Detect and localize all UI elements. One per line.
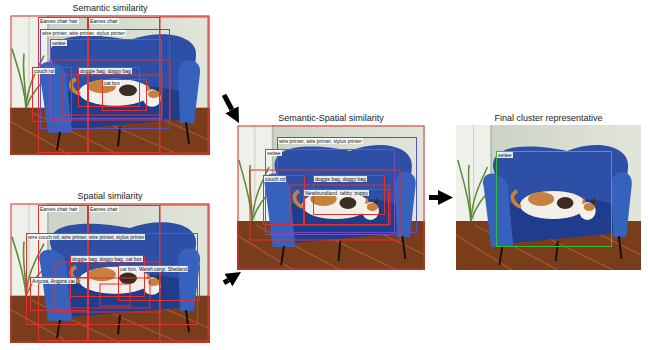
bounding-box: doggie bag, doggy bag xyxy=(78,67,140,107)
box-label: doggie bag, doggy bag xyxy=(79,68,132,74)
bounding-box: cat box xyxy=(102,79,147,111)
flow-arrow xyxy=(429,195,438,200)
photo xyxy=(237,125,425,270)
bounding-box: wire printer, wire printer, stylus print… xyxy=(277,137,417,233)
flow-arrow xyxy=(224,280,228,283)
box-label: wire printer, wire printer, stylus print… xyxy=(278,138,363,144)
box-label: Eames chair xyxy=(89,206,119,212)
bounding-box: settee xyxy=(496,151,612,247)
box-label: Newfoundland, tabby, puppy xyxy=(304,190,369,196)
box-label: Eames chair xyxy=(89,18,119,24)
box-label: wire couch rol, wire printer, wire print… xyxy=(27,234,145,240)
image-panel: Semantic similarityEames chair hairEames… xyxy=(10,15,210,155)
panel-title: Spatial similarity xyxy=(10,191,210,202)
box-label: Eames chair hair xyxy=(39,18,79,24)
box-label: couch rol xyxy=(33,68,55,74)
bounding-box: Eames chair xyxy=(88,17,160,153)
box-label: couch rol xyxy=(264,176,286,182)
panel-title: Semantic-Spatial similarity xyxy=(237,113,425,124)
box-label: Eames chair hair xyxy=(39,206,79,212)
bounding-box: Angora, Angora cat xyxy=(30,277,88,311)
box-label: doggie bag, doggy bag xyxy=(314,176,367,182)
photo xyxy=(456,125,641,270)
image-panel: Semantic-Spatial similaritysetteewire pr… xyxy=(237,125,425,270)
box-label: Angora, Angora cat xyxy=(31,278,76,284)
box-label: settee xyxy=(497,152,513,158)
bounding-box: couch rol xyxy=(32,67,72,122)
box-label: cat box, Welsh corgi, Shetland xyxy=(119,266,188,272)
photo xyxy=(10,203,210,343)
bounding-box: cat box, Welsh corgi, Shetland xyxy=(118,265,200,301)
box-label: cat box xyxy=(103,80,121,86)
image-panel: Final cluster representativesettee xyxy=(456,125,641,270)
box-label: wire printer, wire printer, stylus print… xyxy=(41,30,126,36)
panel-title: Final cluster representative xyxy=(456,113,641,124)
bounding-box: Newfoundland, tabby, puppy xyxy=(303,189,389,225)
bounding-box: couch rol xyxy=(263,175,305,225)
box-label: settee xyxy=(266,150,282,156)
image-panel: Spatial similarityEames chair hairEames … xyxy=(10,203,210,343)
bounding-box: doggie bag, doggy bag, cat box xyxy=(70,255,145,297)
flow-arrow xyxy=(224,95,232,110)
panel-title: Semantic similarity xyxy=(10,3,210,14)
photo xyxy=(10,15,210,155)
bounding-box: Eames chair hair xyxy=(38,17,88,153)
box-label: doggie bag, doggy bag, cat box xyxy=(71,256,143,262)
bounding-box: Eames chair xyxy=(88,205,160,341)
bounding-box: Eames chair hair xyxy=(38,205,88,341)
unlabelled-boxes xyxy=(11,16,424,342)
box-label: settee xyxy=(51,40,67,46)
